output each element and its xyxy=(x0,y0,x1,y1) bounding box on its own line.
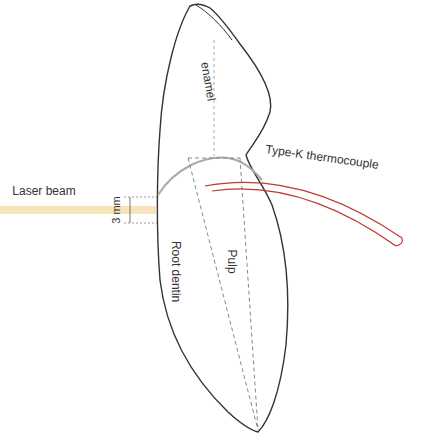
laser-beam xyxy=(0,206,156,214)
pulp-wall xyxy=(240,158,258,430)
incisal-edge-line xyxy=(196,5,232,40)
thermocouple-tip xyxy=(396,238,402,246)
pulp-wall xyxy=(188,158,258,430)
part-label: Root dentin xyxy=(169,241,182,302)
part-label: Laser beam xyxy=(12,185,75,198)
dimension-label: 3 mm xyxy=(110,196,122,224)
dimension-tick xyxy=(124,197,157,198)
part-label: Type-K thermocouple xyxy=(265,144,380,173)
dimension-tick xyxy=(124,223,157,224)
tooth-outline xyxy=(157,4,287,432)
thermocouple-wire xyxy=(212,189,396,246)
dimension-line xyxy=(130,197,131,223)
part-label: Pulp xyxy=(224,250,237,274)
thermocouple-wire xyxy=(205,182,402,238)
pulp-roof xyxy=(188,158,240,159)
